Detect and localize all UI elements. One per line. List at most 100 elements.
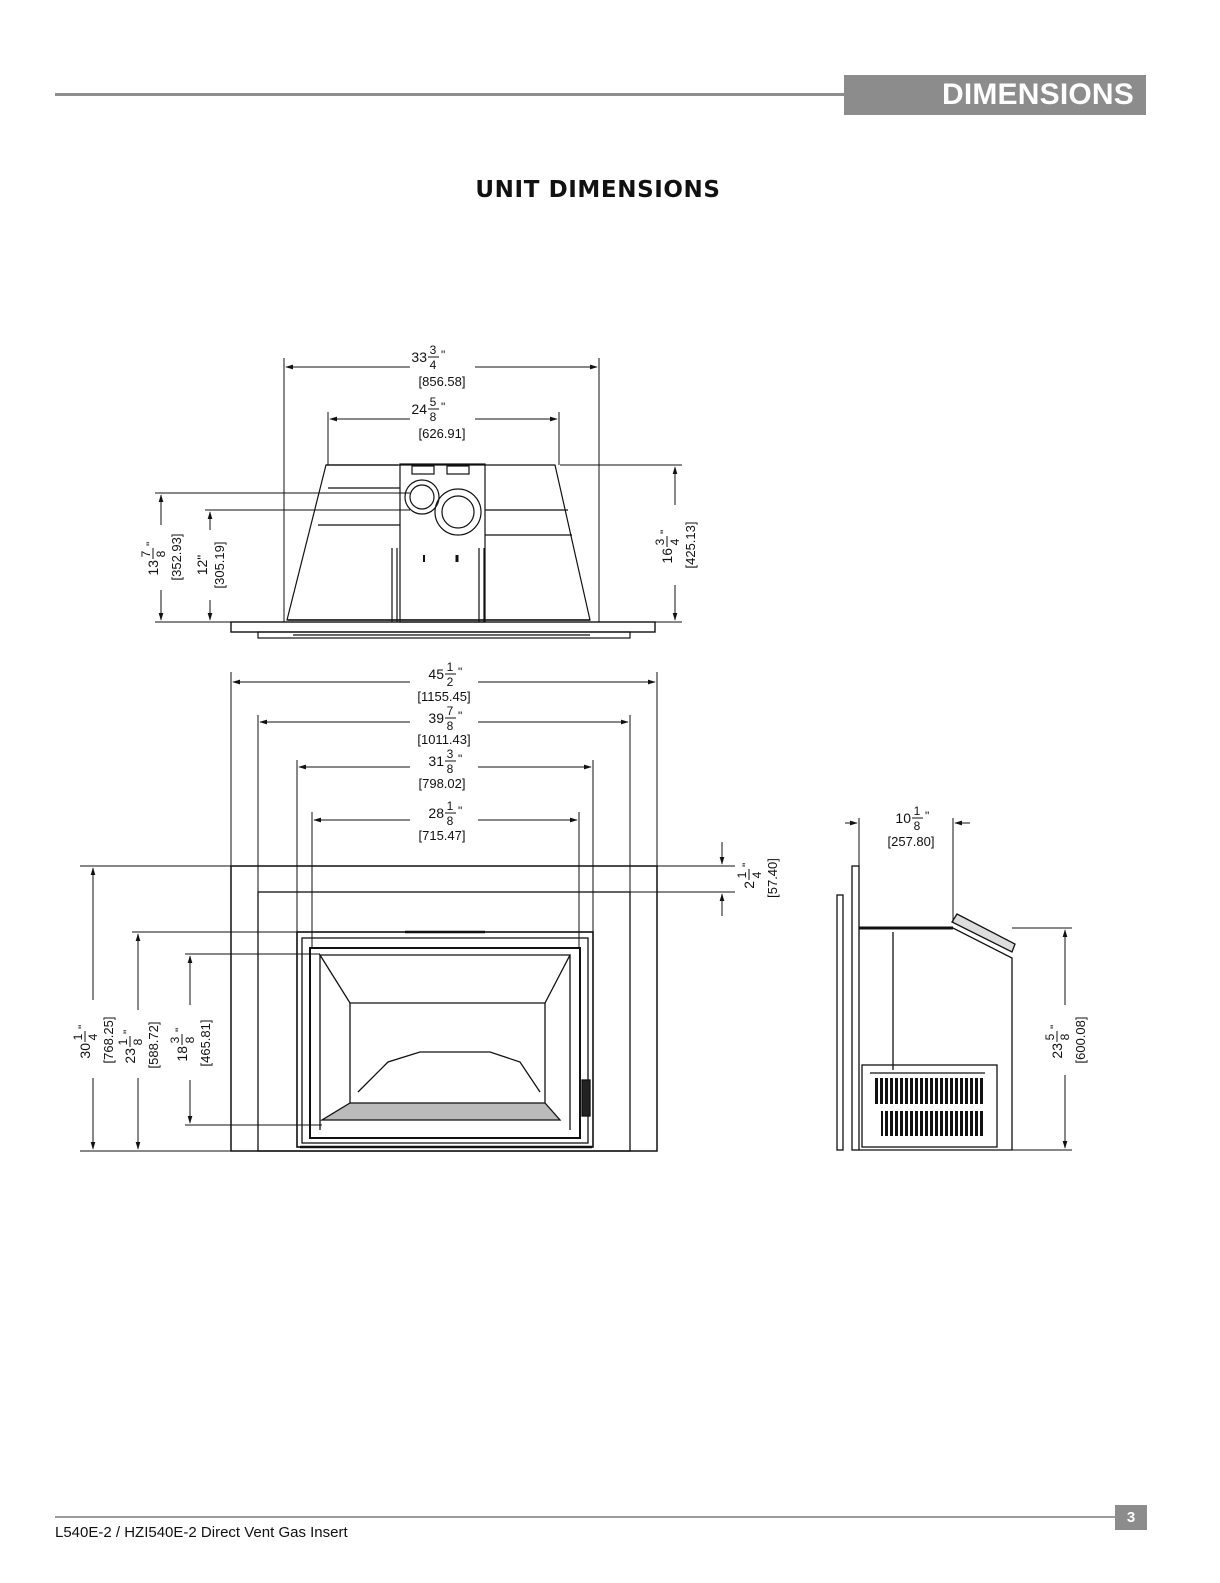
side-view-vents bbox=[873, 1078, 983, 1136]
svg-text:7: 7 bbox=[447, 704, 454, 718]
svg-text:[600.08]: [600.08] bbox=[1073, 1017, 1088, 1064]
svg-text:4: 4 bbox=[668, 538, 682, 545]
svg-text:[425.13]: [425.13] bbox=[683, 522, 698, 569]
svg-text:12": 12" bbox=[194, 555, 210, 576]
svg-text:3: 3 bbox=[447, 747, 454, 761]
svg-text:": " bbox=[458, 752, 462, 766]
svg-text:5: 5 bbox=[1043, 1033, 1057, 1040]
svg-text:2: 2 bbox=[447, 675, 454, 689]
svg-text:[626.91]: [626.91] bbox=[419, 426, 466, 441]
svg-text:[57.40]: [57.40] bbox=[765, 858, 780, 898]
svg-text:8: 8 bbox=[447, 719, 454, 733]
svg-text:8: 8 bbox=[131, 1038, 145, 1045]
svg-text:8: 8 bbox=[183, 1036, 197, 1043]
svg-text:": " bbox=[740, 863, 754, 867]
svg-text:4: 4 bbox=[86, 1033, 100, 1040]
svg-text:[305.19]: [305.19] bbox=[212, 542, 227, 589]
svg-text:2: 2 bbox=[741, 881, 757, 889]
svg-text:[715.47]: [715.47] bbox=[419, 828, 466, 843]
svg-text:[856.58]: [856.58] bbox=[419, 374, 466, 389]
svg-text:8: 8 bbox=[1058, 1033, 1072, 1040]
svg-text:7: 7 bbox=[139, 550, 153, 557]
svg-text:": " bbox=[76, 1025, 90, 1029]
svg-text:3: 3 bbox=[430, 343, 437, 357]
dim-label-front-inner: 39 7 8 " [1011.43] bbox=[417, 704, 470, 747]
svg-text:24: 24 bbox=[411, 401, 427, 417]
svg-text:": " bbox=[658, 530, 672, 534]
svg-text:8: 8 bbox=[447, 762, 454, 776]
dim-label-top-inner: 24 5 8 " [626.91] bbox=[411, 395, 465, 441]
svg-text:1: 1 bbox=[71, 1033, 85, 1040]
svg-text:3: 3 bbox=[168, 1036, 182, 1043]
top-view-dimension-lines bbox=[155, 358, 682, 623]
svg-text:30: 30 bbox=[77, 1043, 93, 1059]
svg-text:": " bbox=[173, 1028, 187, 1032]
svg-text:8: 8 bbox=[447, 814, 454, 828]
svg-text:": " bbox=[441, 348, 445, 362]
svg-text:": " bbox=[925, 809, 929, 823]
svg-text:31: 31 bbox=[428, 753, 444, 769]
section-tab: DIMENSIONS bbox=[844, 75, 1146, 115]
footer-rule bbox=[55, 1516, 1146, 1518]
svg-text:[798.02]: [798.02] bbox=[419, 776, 466, 791]
svg-text:8: 8 bbox=[430, 410, 437, 424]
svg-text:": " bbox=[458, 665, 462, 679]
page-number: 3 bbox=[1115, 1505, 1147, 1530]
svg-text:[257.80]: [257.80] bbox=[888, 834, 935, 849]
page-title: UNIT DIMENSIONS bbox=[475, 177, 721, 203]
front-view-dimension-lines bbox=[80, 672, 735, 1152]
dim-label-front-box: 31 3 8 " [798.02] bbox=[419, 747, 466, 791]
svg-text:8: 8 bbox=[914, 819, 921, 833]
svg-text:[588.72]: [588.72] bbox=[146, 1022, 161, 1069]
dim-label-front-open-h: 18 3 8 " [465.81] bbox=[168, 1020, 213, 1067]
svg-text:3: 3 bbox=[653, 538, 667, 545]
svg-text:": " bbox=[441, 400, 445, 414]
dim-label-front-opening: 28 1 8 " [715.47] bbox=[419, 799, 466, 843]
dim-label-front-top-gap: 2 1 4 " [57.40] bbox=[735, 858, 780, 898]
svg-text:": " bbox=[144, 542, 158, 546]
dim-label-side-depth: 10 1 8 " [257.80] bbox=[888, 804, 935, 849]
svg-text:[352.93]: [352.93] bbox=[169, 534, 184, 581]
svg-text:45: 45 bbox=[428, 666, 444, 682]
front-view bbox=[230, 865, 658, 1152]
svg-text:[1155.45]: [1155.45] bbox=[417, 689, 470, 704]
svg-text:18: 18 bbox=[174, 1046, 190, 1062]
svg-text:": " bbox=[121, 1030, 135, 1034]
svg-text:23: 23 bbox=[1049, 1043, 1065, 1059]
dim-label-front-overall: 45 1 2 " [1155.45] bbox=[417, 660, 470, 704]
dim-label-front-height: 30 1 4 " [768.25] bbox=[71, 1017, 116, 1064]
top-view bbox=[230, 463, 656, 639]
svg-text:1: 1 bbox=[447, 799, 454, 813]
svg-text:1: 1 bbox=[447, 660, 454, 674]
svg-text:4: 4 bbox=[750, 871, 764, 878]
svg-text:[465.81]: [465.81] bbox=[198, 1020, 213, 1067]
svg-text:[768.25]: [768.25] bbox=[101, 1017, 116, 1064]
svg-text:10: 10 bbox=[895, 810, 911, 826]
svg-text:28: 28 bbox=[428, 805, 444, 821]
svg-text:": " bbox=[458, 709, 462, 723]
svg-text:16: 16 bbox=[659, 548, 675, 564]
svg-text:": " bbox=[458, 804, 462, 818]
svg-text:8: 8 bbox=[154, 550, 168, 557]
dim-label-side-height: 23 5 8 " [600.08] bbox=[1043, 1017, 1088, 1064]
side-view bbox=[836, 865, 1016, 1151]
header-rule bbox=[55, 93, 845, 96]
svg-text:5: 5 bbox=[430, 395, 437, 409]
svg-text:4: 4 bbox=[430, 358, 437, 372]
dim-label-front-box-h: 23 1 8 " [588.72] bbox=[116, 1022, 161, 1069]
dim-label-top-left-short: 12" [305.19] bbox=[194, 542, 227, 589]
footer-model-text: L540E-2 / HZI540E-2 Direct Vent Gas Inse… bbox=[55, 1524, 348, 1541]
svg-text:13: 13 bbox=[145, 560, 161, 576]
dim-label-top-right: 16 3 4 " [425.13] bbox=[653, 522, 698, 569]
svg-text:[1011.43]: [1011.43] bbox=[417, 732, 470, 747]
svg-text:1: 1 bbox=[735, 871, 749, 878]
svg-text:1: 1 bbox=[116, 1038, 130, 1045]
dim-label-top-left-tall: 13 7 8 " [352.93] bbox=[139, 534, 184, 581]
dim-label-top-overall: 33 3 4 " [856.58] bbox=[411, 343, 465, 389]
svg-text:23: 23 bbox=[122, 1048, 138, 1064]
svg-text:": " bbox=[1048, 1025, 1062, 1029]
svg-text:33: 33 bbox=[411, 349, 427, 365]
svg-text:39: 39 bbox=[428, 710, 444, 726]
side-view-dimension-lines bbox=[845, 818, 1072, 1151]
